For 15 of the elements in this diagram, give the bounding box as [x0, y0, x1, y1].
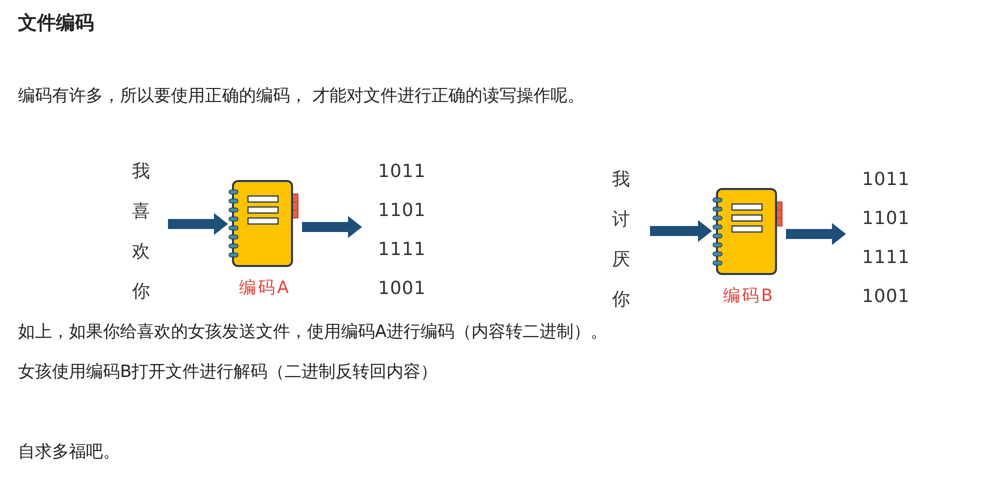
binary-values: 1011 1101 1111 1001: [862, 168, 911, 309]
block-arrow: [786, 223, 846, 245]
paragraph-text: 编码有许多，所以要使用正确的编码， 才能对文件进行正确的读写操作呢。: [18, 85, 584, 107]
vertical-text: 我喜欢你: [132, 160, 150, 304]
paragraph-text: 女孩使用编码B打开文件进行解码（二进制反转回内容）: [18, 361, 438, 383]
block-arrow: [650, 220, 712, 242]
block-arrow: [302, 216, 362, 238]
block-arrow: [168, 213, 228, 235]
vertical-text: 我讨厌你: [612, 168, 630, 312]
paragraph-text: 如上，如果你给喜欢的女孩发送文件，使用编码A进行编码（内容转二进制）。: [18, 321, 608, 343]
page-title: 文件编码: [18, 11, 94, 36]
paragraph-text: 自求多福吧。: [18, 441, 120, 463]
binary-values: 1011 1101 1111 1001: [378, 160, 427, 301]
encoding-label: 编码A: [239, 277, 291, 299]
encoding-label: 编码B: [723, 285, 775, 307]
